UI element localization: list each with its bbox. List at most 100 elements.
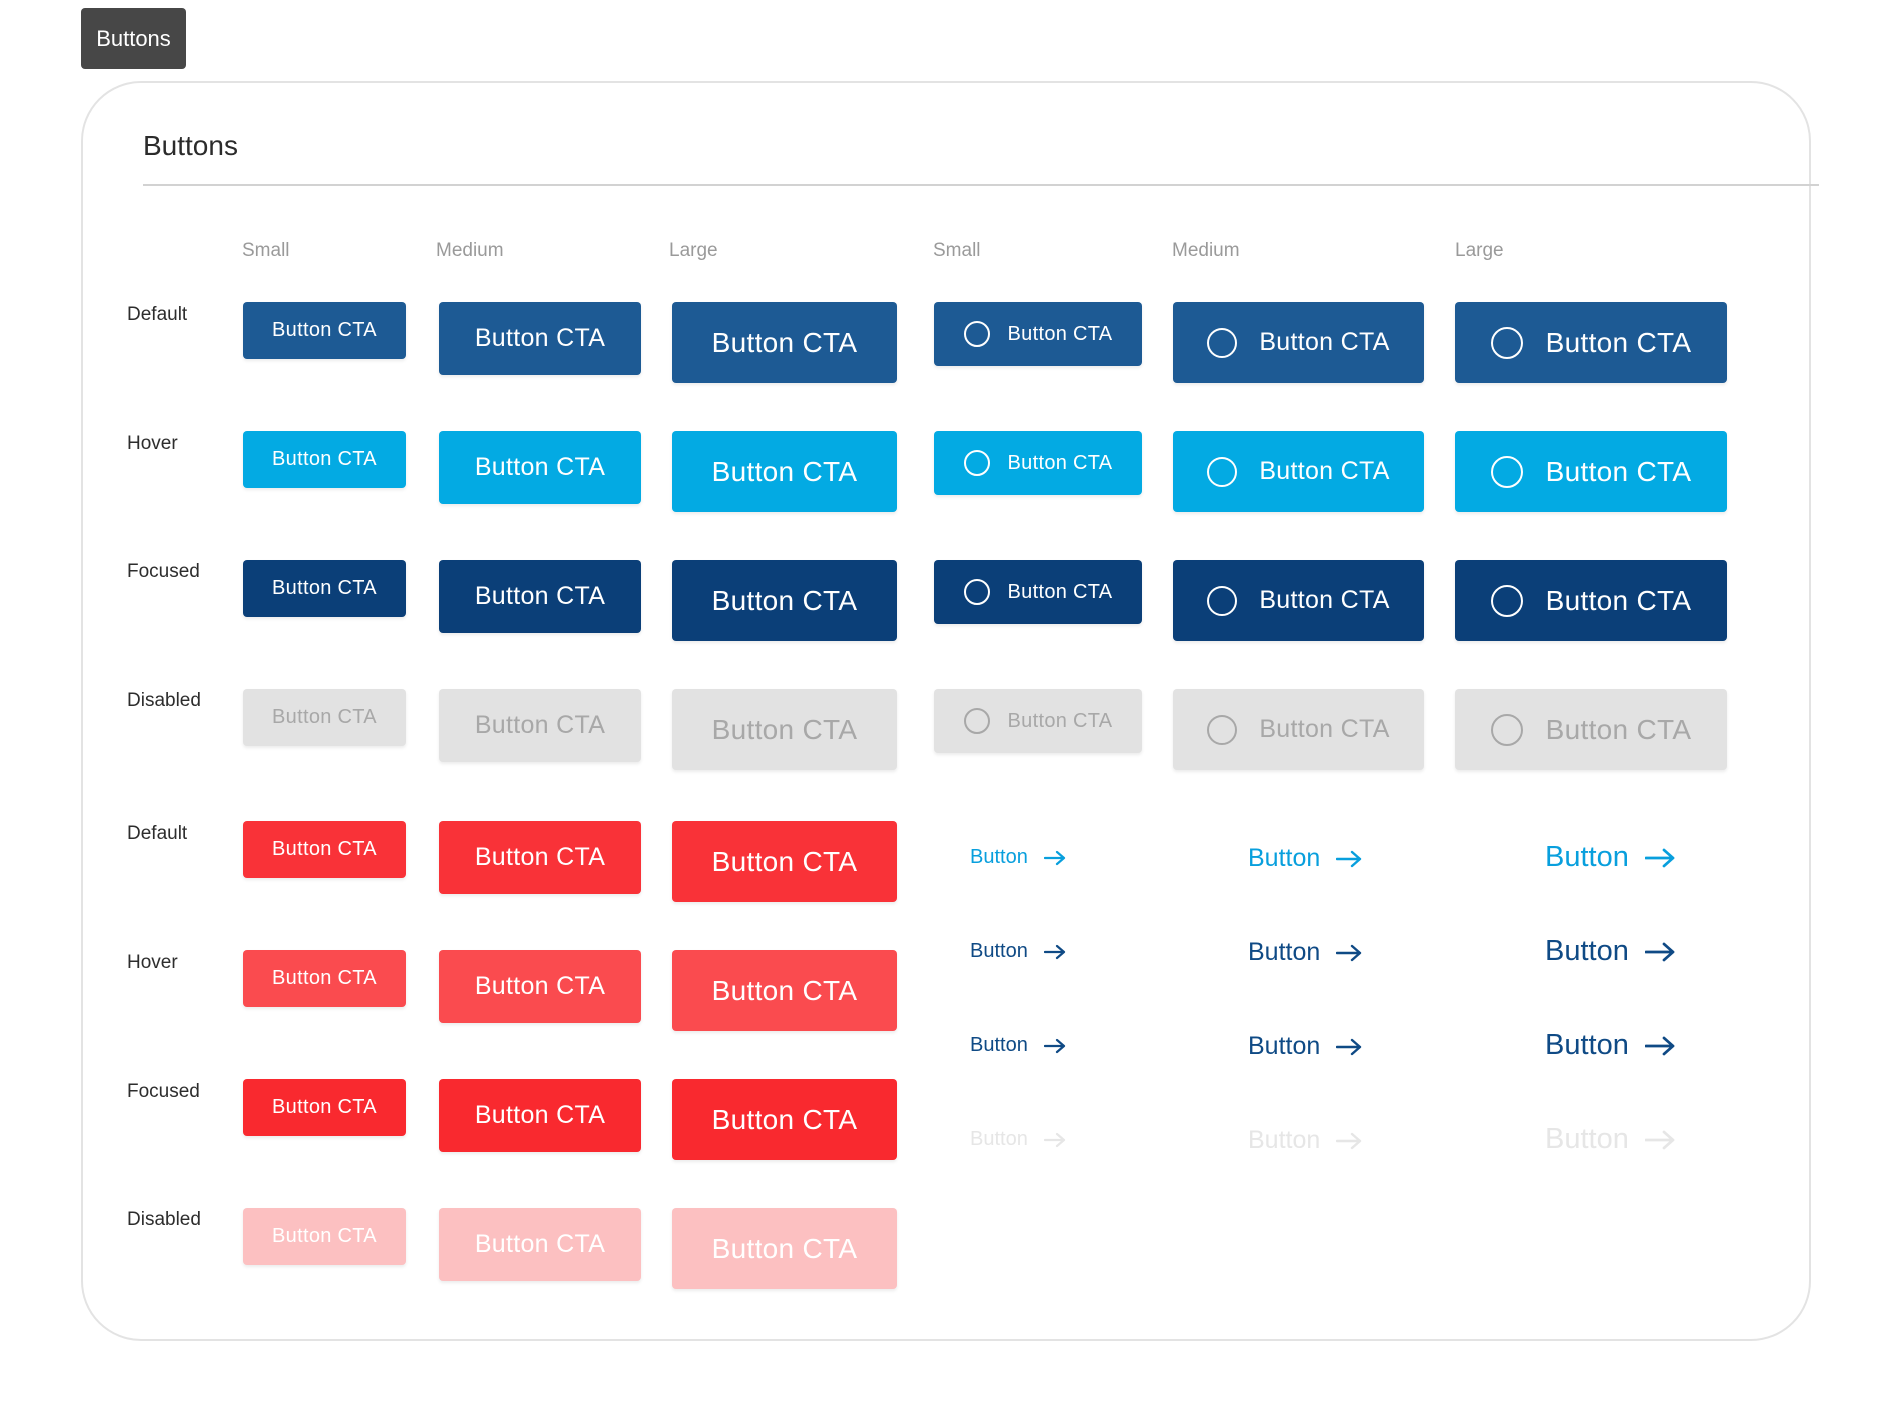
column-header-icon-small: Small [933,240,981,261]
link-button-medium-disabled[interactable]: Button [1248,1126,1362,1155]
divider [143,184,1819,186]
danger-button-medium-focused[interactable]: Button CTA [439,1079,641,1152]
danger-button-small-disabled[interactable]: Button CTA [243,1208,406,1265]
danger-button-large-disabled[interactable]: Button CTA [672,1208,897,1289]
arrow-right-icon [1043,1132,1065,1147]
button-label: Button CTA [1545,584,1692,616]
link-label: Button [1545,1029,1629,1061]
link-label: Button [1545,841,1629,873]
primary-button-small-hover[interactable]: Button CTA [243,431,406,488]
circle-icon [1207,714,1238,745]
link-label: Button [970,1034,1028,1056]
danger-button-large-hover[interactable]: Button CTA [672,950,897,1031]
arrow-right-icon [1043,944,1065,959]
circle-icon [963,321,990,347]
danger-button-medium-default[interactable]: Button CTA [439,821,641,894]
link-button-medium-focused[interactable]: Button [1248,1032,1362,1061]
link-label: Button [1248,1126,1321,1154]
link-button-small-default[interactable]: Button [970,846,1066,869]
circle-icon [1490,455,1523,488]
primary-button-large-focused[interactable]: Button CTA [672,560,897,641]
circle-icon [963,708,990,734]
danger-button-medium-hover[interactable]: Button CTA [439,950,641,1023]
link-button-large-hover[interactable]: Button [1545,935,1675,968]
link-button-large-focused[interactable]: Button [1545,1029,1675,1062]
primary-button-large-disabled[interactable]: Button CTA [672,689,897,770]
danger-button-medium-disabled[interactable]: Button CTA [439,1208,641,1281]
link-button-small-hover[interactable]: Button [970,940,1066,963]
arrow-right-icon [1644,848,1675,867]
link-label: Button [1545,1123,1629,1155]
row-label-hover: Hover [127,952,178,973]
button-label: Button CTA [1545,326,1692,358]
button-label: Button CTA [1545,713,1692,745]
circle-icon [1207,585,1238,616]
column-header-icon-large: Large [1455,240,1504,261]
icon-button-small-focused[interactable]: Button CTA [934,560,1142,624]
button-label: Button CTA [1259,715,1390,743]
circle-icon [1490,326,1523,359]
danger-button-large-default[interactable]: Button CTA [672,821,897,902]
link-label: Button [1248,938,1321,966]
link-label: Button [970,846,1028,868]
column-header-large: Large [669,240,718,261]
button-label: Button CTA [1007,580,1113,603]
primary-button-medium-disabled[interactable]: Button CTA [439,689,641,762]
icon-button-large-hover[interactable]: Button CTA [1455,431,1727,512]
arrow-right-icon [1043,850,1065,865]
arrow-right-icon [1336,1132,1362,1149]
link-button-large-default[interactable]: Button [1545,841,1675,874]
arrow-right-icon [1043,1038,1065,1053]
arrow-right-icon [1336,1038,1362,1055]
link-label: Button [1248,1032,1321,1060]
icon-button-medium-hover[interactable]: Button CTA [1173,431,1424,512]
row-label-disabled: Disabled [127,1209,201,1230]
icon-button-small-default[interactable]: Button CTA [934,302,1142,366]
link-button-small-focused[interactable]: Button [970,1034,1066,1057]
danger-button-small-hover[interactable]: Button CTA [243,950,406,1007]
link-button-large-disabled[interactable]: Button [1545,1123,1675,1156]
circle-icon [1207,456,1238,487]
icon-button-small-disabled[interactable]: Button CTA [934,689,1142,753]
primary-button-small-default[interactable]: Button CTA [243,302,406,359]
primary-button-small-focused[interactable]: Button CTA [243,560,406,617]
arrow-right-icon [1644,1036,1675,1055]
link-label: Button [970,940,1028,962]
circle-icon [963,450,990,476]
arrow-right-icon [1644,942,1675,961]
primary-button-medium-focused[interactable]: Button CTA [439,560,641,633]
icon-button-large-default[interactable]: Button CTA [1455,302,1727,383]
column-header-medium: Medium [436,240,504,261]
button-label: Button CTA [1007,322,1113,345]
icon-button-large-disabled[interactable]: Button CTA [1455,689,1727,770]
button-label: Button CTA [1259,457,1390,485]
frame-tag: Buttons [81,8,186,69]
icon-button-medium-disabled[interactable]: Button CTA [1173,689,1424,770]
link-button-medium-hover[interactable]: Button [1248,938,1362,967]
danger-button-small-focused[interactable]: Button CTA [243,1079,406,1136]
primary-button-large-default[interactable]: Button CTA [672,302,897,383]
danger-button-small-default[interactable]: Button CTA [243,821,406,878]
link-button-medium-default[interactable]: Button [1248,844,1362,873]
column-header-small: Small [242,240,290,261]
circle-icon [1490,584,1523,617]
icon-button-small-hover[interactable]: Button CTA [934,431,1142,495]
circle-icon [1490,713,1523,746]
circle-icon [1207,327,1238,358]
primary-button-medium-hover[interactable]: Button CTA [439,431,641,504]
button-label: Button CTA [1007,709,1113,732]
button-label: Button CTA [1259,328,1390,356]
primary-button-small-disabled[interactable]: Button CTA [243,689,406,746]
link-label: Button [1248,844,1321,872]
danger-button-large-focused[interactable]: Button CTA [672,1079,897,1160]
link-button-small-disabled[interactable]: Button [970,1128,1066,1151]
icon-button-large-focused[interactable]: Button CTA [1455,560,1727,641]
arrow-right-icon [1644,1130,1675,1149]
button-label: Button CTA [1545,455,1692,487]
icon-button-medium-focused[interactable]: Button CTA [1173,560,1424,641]
row-label-default: Default [127,823,188,844]
primary-button-medium-default[interactable]: Button CTA [439,302,641,375]
primary-button-large-hover[interactable]: Button CTA [672,431,897,512]
link-label: Button [1545,935,1629,967]
icon-button-medium-default[interactable]: Button CTA [1173,302,1424,383]
